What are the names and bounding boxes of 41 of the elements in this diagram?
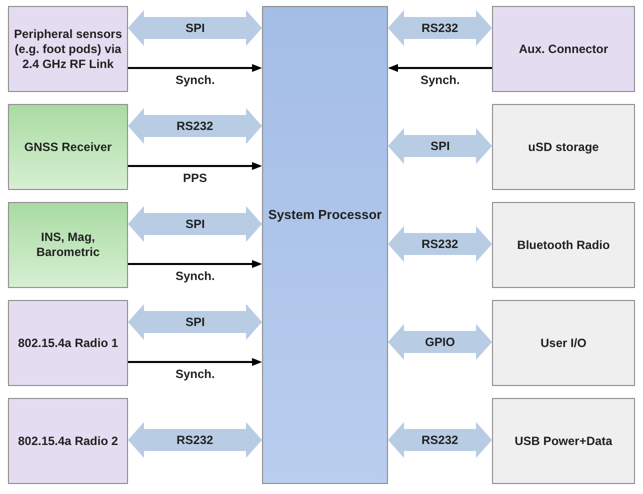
processor-box: System Processor: [262, 6, 388, 484]
device-box: USB Power+Data: [492, 398, 635, 484]
device-box: 802.15.4a Radio 2: [8, 398, 128, 484]
device-box: GNSS Receiver: [8, 104, 128, 190]
bus-arrow: [388, 128, 492, 164]
device-box: 802.15.4a Radio 1: [8, 300, 128, 386]
edge-label: RS232: [176, 433, 214, 447]
bus-arrow: [388, 422, 492, 458]
device-box: Bluetooth Radio: [492, 202, 635, 288]
edge-label: RS232: [422, 433, 458, 447]
device-box: INS, Mag, Barometric: [8, 202, 128, 288]
edge-label: RS232: [422, 237, 458, 251]
edge-label: Synch.: [176, 367, 215, 381]
device-box: uSD storage: [492, 104, 635, 190]
bus-arrow: [128, 304, 262, 340]
edge-label: SPI: [186, 21, 205, 35]
edge-label: PPS: [183, 171, 208, 185]
signal-arrow: [128, 162, 262, 170]
edge-label: Synch.: [176, 73, 215, 87]
edge-label: RS232: [422, 21, 458, 35]
bus-arrow: [388, 324, 492, 360]
bus-arrow: [128, 206, 262, 242]
signal-arrow: [128, 358, 262, 366]
bus-arrow: [388, 226, 492, 262]
edge-label: SPI: [186, 315, 205, 329]
signal-arrow: [388, 64, 492, 72]
device-box: User I/O: [492, 300, 635, 386]
edge-label: RS232: [176, 119, 214, 133]
signal-arrow: [128, 64, 262, 72]
edge-label: SPI: [186, 217, 205, 231]
bus-arrow: [128, 10, 262, 46]
edge-label: Synch.: [176, 269, 215, 283]
bus-arrow: [388, 10, 492, 46]
bus-arrow: [128, 422, 262, 458]
signal-arrow: [128, 260, 262, 268]
bus-arrow: [128, 108, 262, 144]
edge-label: Synch.: [420, 73, 460, 87]
edge-label: GPIO: [425, 335, 456, 349]
device-box: Aux. Connector: [492, 6, 635, 92]
edge-label: SPI: [430, 139, 450, 153]
device-box: Peripheral sensors (e.g. foot pods) via 2.4 GHz RF Link: [8, 6, 128, 92]
